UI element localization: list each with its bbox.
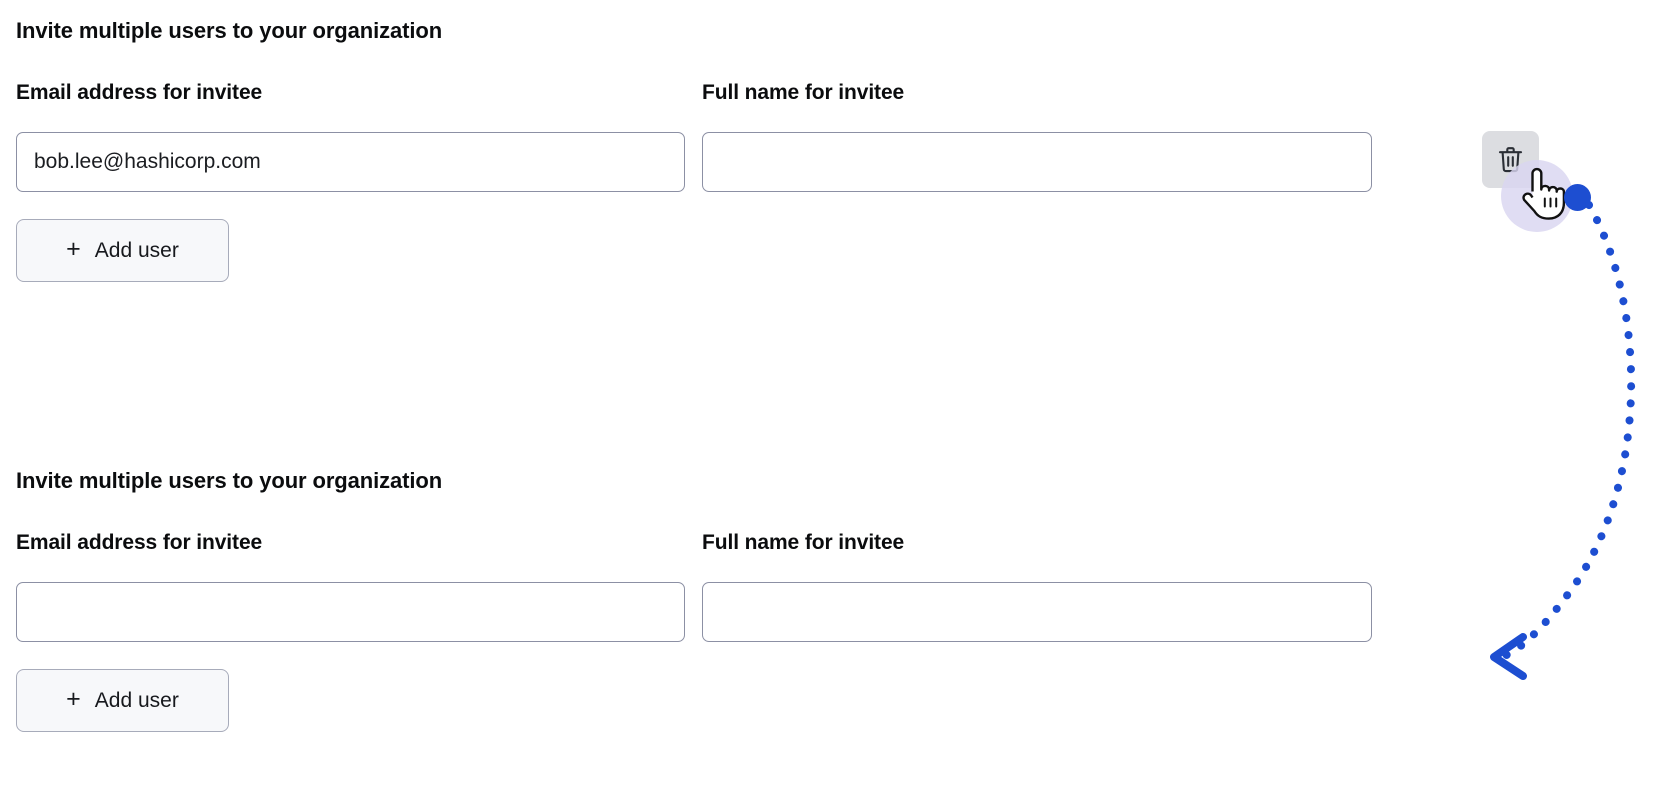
fullname-field-label: Full name for invitee xyxy=(702,81,905,104)
fullname-field-label-2: Full name for invitee xyxy=(702,531,905,554)
fullname-input[interactable] xyxy=(702,132,1372,192)
remove-invitee-button[interactable] xyxy=(1482,131,1539,188)
page-title: Invite multiple users to your organizati… xyxy=(16,18,443,43)
page-title-2: Invite multiple users to your organizati… xyxy=(16,468,443,493)
add-user-button-label: Add user xyxy=(94,238,179,262)
plus-icon: + xyxy=(66,235,81,263)
email-field-label: Email address for invitee xyxy=(16,81,263,104)
email-input-2[interactable] xyxy=(16,582,685,642)
email-field-label-2: Email address for invitee xyxy=(16,531,263,554)
add-user-button-label-2: Add user xyxy=(94,688,179,712)
fullname-input-2[interactable] xyxy=(702,582,1372,642)
plus-icon-2: + xyxy=(66,685,81,713)
trash-icon xyxy=(1498,146,1523,173)
add-user-button-2[interactable]: + Add user xyxy=(16,669,229,732)
click-dot xyxy=(1564,184,1591,211)
add-user-button[interactable]: + Add user xyxy=(16,219,229,282)
email-input[interactable] xyxy=(16,132,685,192)
